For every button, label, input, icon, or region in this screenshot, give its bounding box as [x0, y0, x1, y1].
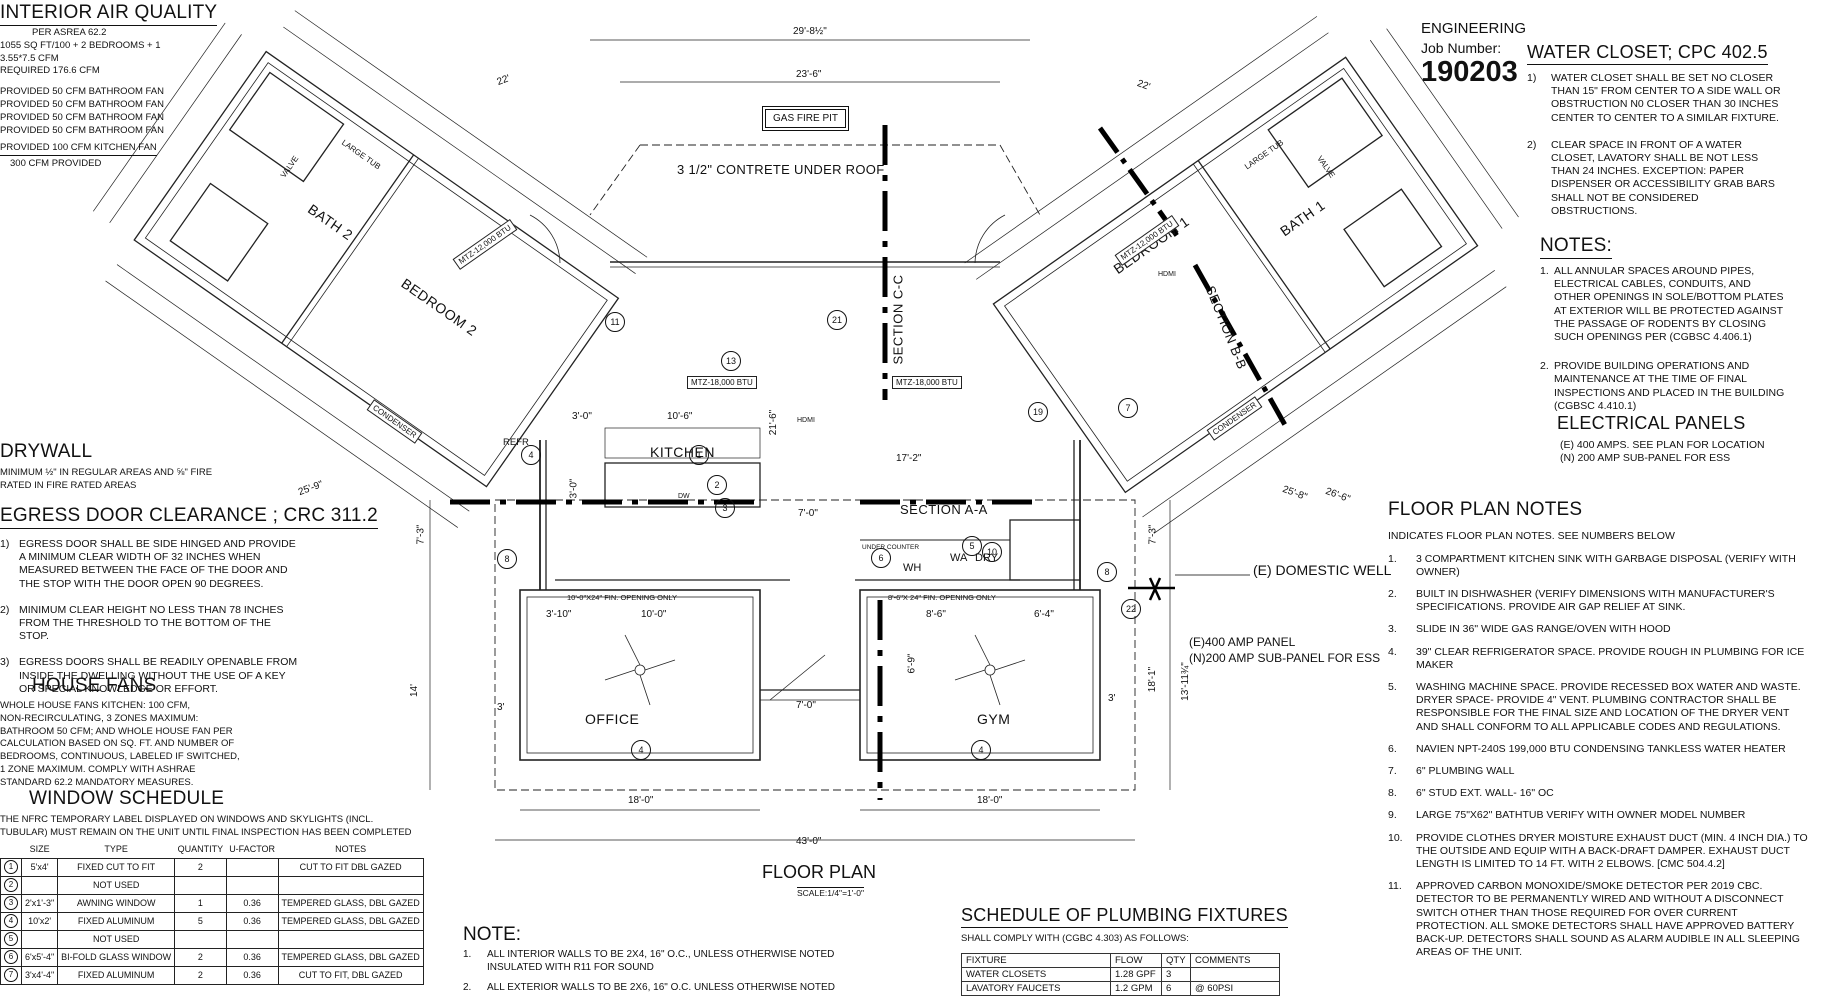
window-schedule-section: WINDOW SCHEDULE THE NFRC TEMPORARY LABEL… [0, 788, 424, 985]
engineering-block: ENGINEERING Job Number: 190203 [1421, 20, 1526, 88]
house-fans-section: HOUSE FANS WHOLE HOUSE FANS KITCHEN: 100… [0, 675, 240, 788]
notes-title: NOTES: [1540, 235, 1612, 259]
water-closet-section: WATER CLOSET; CPC 402.5 1)WATER CLOSET S… [1527, 42, 1787, 232]
iaq-title: INTERIOR AIR QUALITY [0, 2, 218, 26]
fpn-item: 3.SLIDE IN 36" WIDE GAS RANGE/OVEN WITH … [1388, 623, 1671, 636]
house-fans-title: HOUSE FANS [32, 675, 157, 696]
fpn-item: 9.LARGE 75"X62" BATHTUB VERIFY WITH OWNE… [1388, 809, 1746, 822]
job-number-label: Job Number: [1421, 40, 1502, 56]
notes-item: 2.PROVIDE BUILDING OPERATIONS AND MAINTE… [1540, 360, 1785, 412]
egress-title: EGRESS DOOR CLEARANCE ; CRC 311.2 [0, 505, 378, 529]
note-item: 1.ALL INTERIOR WALLS TO BE 2X4, 16" O.C.… [463, 949, 835, 974]
egress-item: 3)EGRESS DOORS SHALL BE READILY OPENABLE… [0, 656, 298, 695]
note-title: NOTE: [463, 924, 522, 945]
egress-item: 2)MINIMUM CLEAR HEIGHT NO LESS THAN 78 I… [0, 603, 284, 643]
fpn-item: 1.3 COMPARTMENT KITCHEN SINK WITH GARBAG… [1388, 552, 1796, 578]
drywall-section: DRYWALL MINIMUM ½" IN REGULAR AREAS AND … [0, 441, 213, 491]
job-number: 190203 [1421, 56, 1518, 88]
water-closet-item: 1)WATER CLOSET SHALL BE SET NO CLOSER TH… [1527, 72, 1781, 124]
engineering-label: ENGINEERING [1421, 20, 1527, 37]
fpn-item: 2.BUILT IN DISHWASHER (VERIFY DIMENSIONS… [1388, 587, 1775, 614]
fpn-item: 7.6" PLUMBING WALL [1388, 764, 1515, 777]
drywall-title: DRYWALL [0, 441, 93, 462]
iaq-total: 300 CFM PROVIDED [10, 158, 102, 170]
iaq-section: INTERIOR AIR QUALITY PER ASREA 62.2 1055… [0, 2, 218, 170]
notes-section: NOTES: 1.ALL ANNULAR SPACES AROUND PIPES… [1540, 235, 1790, 429]
water-closet-item: 2)CLEAR SPACE IN FRONT OF A WATER CLOSET… [1527, 138, 1775, 217]
fpn-item: 5.WASHING MACHINE SPACE. PROVIDE RECESSE… [1388, 680, 1801, 733]
water-closet-title: WATER CLOSET; CPC 402.5 [1527, 42, 1768, 65]
fpn-item: 4.39" CLEAR REFRIGERATOR SPACE. PROVIDE … [1388, 645, 1805, 671]
note-section: NOTE: 1.ALL INTERIOR WALLS TO BE 2X4, 16… [463, 924, 863, 1006]
fpn-item: 11.APPROVED CARBON MONOXIDE/SMOKE DETECT… [1388, 880, 1800, 959]
fpn-title: FLOOR PLAN NOTES [1388, 499, 1583, 520]
fpn-item: 10.PROVIDE CLOTHES DRYER MOISTURE EXHAUS… [1388, 831, 1808, 870]
fpn-item: 6.NAVIEN NPT-240S 199,000 BTU CONDENSING… [1388, 742, 1786, 755]
plumbing-section: SCHEDULE OF PLUMBING FIXTURES SHALL COMP… [961, 905, 1288, 996]
electrical-title: ELECTRICAL PANELS [1557, 413, 1746, 433]
egress-item: 1)EGRESS DOOR SHALL BE SIDE HINGED AND P… [0, 538, 296, 590]
egress-section: EGRESS DOOR CLEARANCE ; CRC 311.2 1)EGRE… [0, 505, 378, 709]
window-schedule-title: WINDOW SCHEDULE [29, 788, 225, 809]
electrical-section: ELECTRICAL PANELS (E) 400 AMPS. SEE PLAN… [1557, 413, 1765, 464]
floor-plan-notes-section: FLOOR PLAN NOTES INDICATES FLOOR PLAN NO… [1388, 499, 1808, 968]
fpn-item: 8.6" STUD EXT. WALL- 16" OC [1388, 787, 1554, 800]
fpn-intro: INDICATES FLOOR PLAN NOTES. SEE NUMBERS … [1388, 530, 1675, 542]
right-wing [964, 16, 1519, 534]
note-item: 2.ALL EXTERIOR WALLS TO BE 2X6, 16" O.C.… [463, 982, 835, 994]
plumbing-title: SCHEDULE OF PLUMBING FIXTURES [961, 905, 1288, 928]
left-wing [92, 10, 648, 528]
notes-item: 1.ALL ANNULAR SPACES AROUND PIPES, ELECT… [1540, 265, 1784, 344]
